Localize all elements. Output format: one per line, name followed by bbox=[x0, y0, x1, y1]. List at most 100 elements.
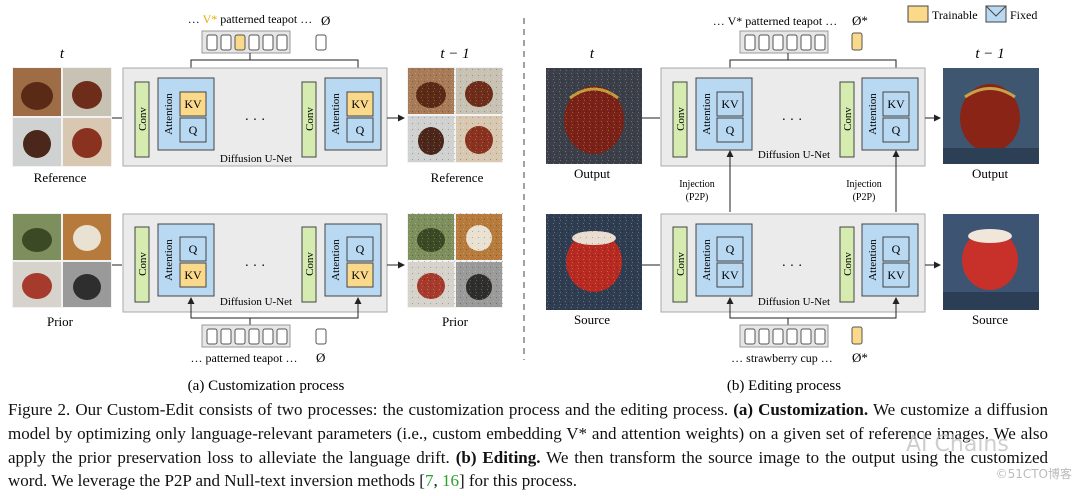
svg-text:Q: Q bbox=[892, 123, 901, 137]
svg-text:KV: KV bbox=[887, 97, 905, 111]
figure-caption: Figure 2. Our Custom-Edit consists of tw… bbox=[8, 400, 1049, 491]
token-strip-left-bottom bbox=[201, 324, 327, 348]
svg-text:Q: Q bbox=[356, 123, 365, 137]
output-label-left: Output bbox=[574, 166, 611, 181]
svg-text:Conv: Conv bbox=[304, 107, 316, 131]
t-label-right: t bbox=[590, 46, 595, 62]
svg-text:Diffusion U-Net: Diffusion U-Net bbox=[758, 296, 830, 308]
svg-text:KV: KV bbox=[184, 268, 202, 282]
prompt-right-bottom: … strawberry cup … bbox=[731, 351, 833, 365]
svg-text:Attention: Attention bbox=[867, 239, 879, 281]
prompt-left-top: … V* patterned teapot … bbox=[188, 12, 312, 26]
svg-text:Q: Q bbox=[189, 242, 198, 256]
svg-text:Attention: Attention bbox=[701, 239, 713, 281]
svg-text:Diffusion U-Net: Diffusion U-Net bbox=[758, 149, 830, 161]
token-strip-left-top bbox=[201, 30, 327, 54]
svg-text:Attention: Attention bbox=[867, 93, 879, 135]
svg-text:KV: KV bbox=[887, 268, 905, 282]
svg-text:Q: Q bbox=[726, 242, 735, 256]
svg-text:KV: KV bbox=[351, 97, 369, 111]
injection-label-right: Injection bbox=[846, 179, 882, 190]
t-label-left: t bbox=[60, 46, 65, 62]
prompt-left-bottom: … patterned teapot … bbox=[191, 351, 298, 365]
legend-trainable-label: Trainable bbox=[932, 8, 978, 22]
prompt-right-top: … V* patterned teapot … bbox=[713, 14, 837, 28]
reference-output-grid bbox=[407, 67, 503, 163]
null-star-label-bottom: Ø* bbox=[852, 350, 868, 365]
output-result-image bbox=[943, 68, 1039, 164]
t-minus-1-label-right: t − 1 bbox=[975, 46, 1004, 62]
unet-panel-right-top: Conv Attention KV Q · · · Conv Attention… bbox=[660, 67, 926, 167]
svg-text:Conv: Conv bbox=[842, 252, 854, 276]
legend-fixed-swatch bbox=[985, 5, 1007, 23]
caption-bold-a: (a) Customization. bbox=[733, 400, 869, 419]
legend-fixed-label: Fixed bbox=[1010, 8, 1037, 22]
null-token-box bbox=[315, 34, 327, 51]
token-strip-right-bottom bbox=[739, 324, 863, 348]
legend-trainable-swatch bbox=[907, 5, 929, 23]
svg-text:Diffusion U-Net: Diffusion U-Net bbox=[220, 153, 292, 165]
svg-text:· · ·: · · · bbox=[782, 259, 803, 274]
unet-panel-left-bottom: Conv Attention Q KV · · · Conv Attention… bbox=[122, 213, 388, 313]
source-label-left: Source bbox=[574, 312, 610, 327]
svg-text:Q: Q bbox=[356, 242, 365, 256]
svg-text:Attention: Attention bbox=[330, 239, 342, 281]
svg-text:Conv: Conv bbox=[304, 252, 316, 276]
svg-text:Diffusion U-Net: Diffusion U-Net bbox=[220, 296, 292, 308]
injection-label-left: Injection bbox=[679, 179, 715, 190]
svg-text:Conv: Conv bbox=[675, 107, 687, 131]
svg-text:Attention: Attention bbox=[163, 239, 175, 281]
prior-image-grid bbox=[12, 213, 112, 308]
null-star-label-top: Ø* bbox=[852, 13, 868, 28]
citation-link-16[interactable]: 16 bbox=[441, 471, 459, 491]
svg-text:· · ·: · · · bbox=[782, 113, 803, 128]
svg-text:Q: Q bbox=[892, 242, 901, 256]
svg-text:· · ·: · · · bbox=[245, 259, 266, 274]
svg-text:Conv: Conv bbox=[137, 107, 149, 131]
prior-label-left: Prior bbox=[47, 314, 74, 329]
caption-bold-b: (b) Editing. bbox=[455, 447, 541, 467]
kv-trainable-box bbox=[179, 91, 207, 117]
watermark-logo: AI Chains bbox=[906, 432, 1009, 457]
null-star-token-box bbox=[851, 32, 863, 51]
watermark-text: ©51CTO博客 bbox=[995, 467, 1072, 481]
source-noisy-image bbox=[546, 214, 642, 310]
p2p-label-left: (P2P) bbox=[686, 192, 709, 203]
null-token-label-left-top: Ø bbox=[321, 13, 330, 28]
svg-text:Conv: Conv bbox=[675, 252, 687, 276]
p2p-label-right: (P2P) bbox=[853, 192, 876, 203]
legend: Trainable Fixed bbox=[907, 5, 1037, 23]
prior-output-grid bbox=[407, 213, 503, 308]
svg-text:· · ·: · · · bbox=[245, 113, 266, 128]
svg-text:KV: KV bbox=[721, 268, 739, 282]
output-label-right: Output bbox=[972, 166, 1009, 181]
output-noisy-image bbox=[546, 68, 642, 164]
q-fixed-box bbox=[179, 117, 207, 143]
subcaption-a: (a) Customization process bbox=[188, 378, 345, 394]
svg-text:Attention: Attention bbox=[701, 93, 713, 135]
svg-text:KV: KV bbox=[351, 268, 369, 282]
unet-panel-right-bottom: Conv Attention Q KV · · · Conv Attention… bbox=[660, 213, 926, 313]
reference-label-right: Reference bbox=[431, 170, 484, 185]
custom-edit-diagram: … V* patterned teapot … Ø t t − 1 Refere… bbox=[12, 5, 1039, 394]
source-result-image bbox=[943, 214, 1039, 310]
svg-text:Attention: Attention bbox=[163, 93, 175, 135]
svg-text:Attention: Attention bbox=[330, 93, 342, 135]
reference-label-left: Reference bbox=[34, 170, 87, 185]
svg-text:KV: KV bbox=[184, 97, 202, 111]
citation-link-7[interactable]: 7 bbox=[424, 471, 434, 491]
source-label-right: Source bbox=[972, 312, 1008, 327]
unet-panel-left-top: Conv Attention KV Q · · · Conv Attention… bbox=[122, 67, 388, 167]
svg-text:Q: Q bbox=[726, 123, 735, 137]
token-strip-right-top bbox=[739, 30, 863, 54]
svg-text:Conv: Conv bbox=[842, 107, 854, 131]
t-minus-1-label-left: t − 1 bbox=[440, 46, 469, 62]
svg-text:KV: KV bbox=[721, 97, 739, 111]
prior-label-right: Prior bbox=[442, 314, 469, 329]
subcaption-b: (b) Editing process bbox=[727, 378, 841, 394]
conv-block bbox=[134, 81, 150, 158]
null-token-label-left-bottom: Ø bbox=[316, 350, 325, 365]
reference-image-grid bbox=[12, 67, 112, 167]
svg-text:Q: Q bbox=[189, 123, 198, 137]
trainable-token-vstar bbox=[234, 34, 246, 51]
